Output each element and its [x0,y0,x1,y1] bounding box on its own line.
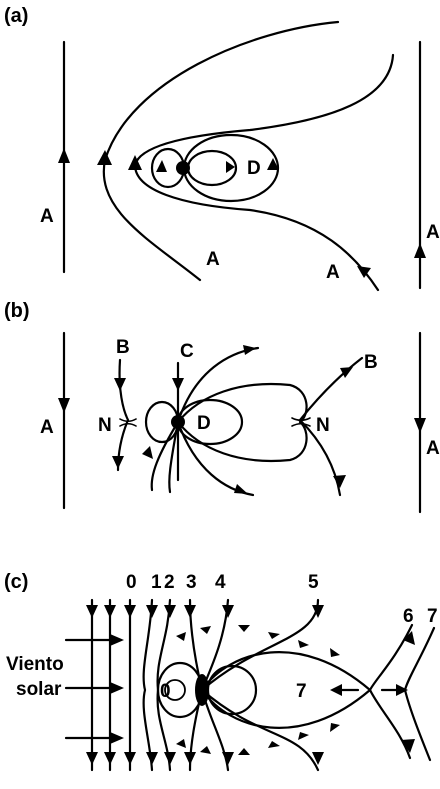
panel-b-x-left-2 [119,422,137,427]
panel-a-inner-arrow [128,155,142,170]
panel-b-left-open-line-2 [168,420,180,494]
panel-c-line-5-bottom-arrow [312,752,324,765]
panel-c-loop-0-inner [164,679,186,701]
panel-b-label-b-right: B [364,352,378,373]
panel-a-outer-parabola [102,20,340,282]
panel-c-wind-line1: Viento [6,654,64,675]
panel-c-line-2-bottom-arrow [164,752,176,765]
panel-a-label-a-bottom2: A [326,262,340,283]
panel-b-label-n-right: N [316,415,330,436]
panel-b-line-c-arrow [172,378,184,391]
panel-b-label: (b) [4,300,30,322]
panel-b-label-c: C [180,341,194,362]
panel-b-left-open-arrow [142,446,153,459]
panel-a-label-a-left: A [40,206,54,227]
panel-b-line-b-right-arrow [340,367,353,378]
panel-c-line-4-bottom-arrow [222,752,234,765]
panel-c-number-5: 5 [308,572,319,593]
panel-b-line-b-left [116,358,130,472]
panel-a-loop-arrow-2 [226,161,235,173]
panel-a-label: (a) [4,5,28,27]
panel-b-upper-open-arrow [243,345,256,355]
panel-b-label-b-left: B [116,337,130,358]
panel-c-line-2-arrow [164,605,176,618]
panel-a-inner-curve [133,53,395,292]
panel-a-inner-bottom-arrow [357,266,371,278]
panel-c-flow-arrows [176,625,340,755]
panel-c-number-3: 3 [186,572,197,593]
panel-b-line-b-right-bottom-arrow [333,475,346,488]
panel-c-line-1-bottom-arrow [146,752,158,765]
panel-b-left-open-line [150,420,180,492]
panel-b-x-right-2 [291,422,311,427]
panel-c-line-5-bottom [200,688,320,772]
panel-c-number-4: 4 [215,572,226,593]
panel-b-label-a-right: A [426,438,440,459]
panel-b-x-left-1 [119,418,137,423]
panel-b-lower-closed-line [176,420,308,462]
panel-c-line-5 [200,598,320,692]
panel-b-label-d: D [197,413,211,434]
panel-b-line-b-left-bottom-arrow [112,456,124,469]
panel-c-line-6-bottom-arrow [401,739,415,753]
panel-c-tail-arrowhead-right [396,684,408,696]
panel-a-label-a-bottom1: A [206,249,220,270]
panel-c-line-1 [142,598,154,772]
panel-c-small-night-loop [206,664,258,716]
panel-c-line-5-arrow [312,605,324,618]
panel-c-tail-arrowhead-left [330,684,342,696]
panel-a: (a) A A D A A [4,5,440,292]
panel-a-right-arrow [414,243,426,258]
panel-b-upper-closed-line [176,383,308,424]
panel-b-label-n-left: N [98,415,112,436]
panel-c-line-3-bottom-arrow [184,752,196,765]
panel-c-number-7: 7 [427,606,438,627]
panel-a-label-a-right: A [426,222,440,243]
panel-c-label-inner-7: 7 [296,681,307,702]
panel-c-number-6: 6 [403,606,414,627]
panel-a-outer-arrow [97,150,112,165]
panel-c-number-0: 0 [126,572,137,593]
panel-b-lower-open-arrow [234,484,248,494]
panel-c-wind-line2: solar [16,679,62,700]
panel-c-line-1-arrow [146,605,158,618]
panel-a-label-d: D [247,158,261,179]
panel-c-number-2: 2 [164,572,175,593]
panel-a-loop-arrow-3 [267,158,279,170]
panel-c-line-4-arrow [222,605,234,618]
panel-b-right-arrow [414,418,426,433]
panel-b-label-a-left: A [40,417,54,438]
panel-b-x-right-1 [291,417,311,422]
panel-a-earth-dot [176,161,190,175]
panel-a-loop-arrow-1 [156,160,167,172]
panel-c: (c) 0 1 2 3 4 5 6 7 Viento solar [4,571,438,772]
panel-c-wind-arrows [64,634,124,744]
panel-c-line-6-arrow [403,631,415,645]
panel-c-line-6 [368,623,414,760]
panel-b-left-arrow [58,398,70,413]
panel-c-label-inner-0: 0 [160,681,171,702]
panel-c-number-1: 1 [151,572,162,593]
panel-c-line-3-arrow [184,605,196,618]
panel-b-line-b-left-arrow [114,378,126,391]
panel-c-label: (c) [4,571,28,593]
panel-b: (b) A A B N C D B N [4,300,440,514]
panel-a-left-arrow [58,148,70,163]
